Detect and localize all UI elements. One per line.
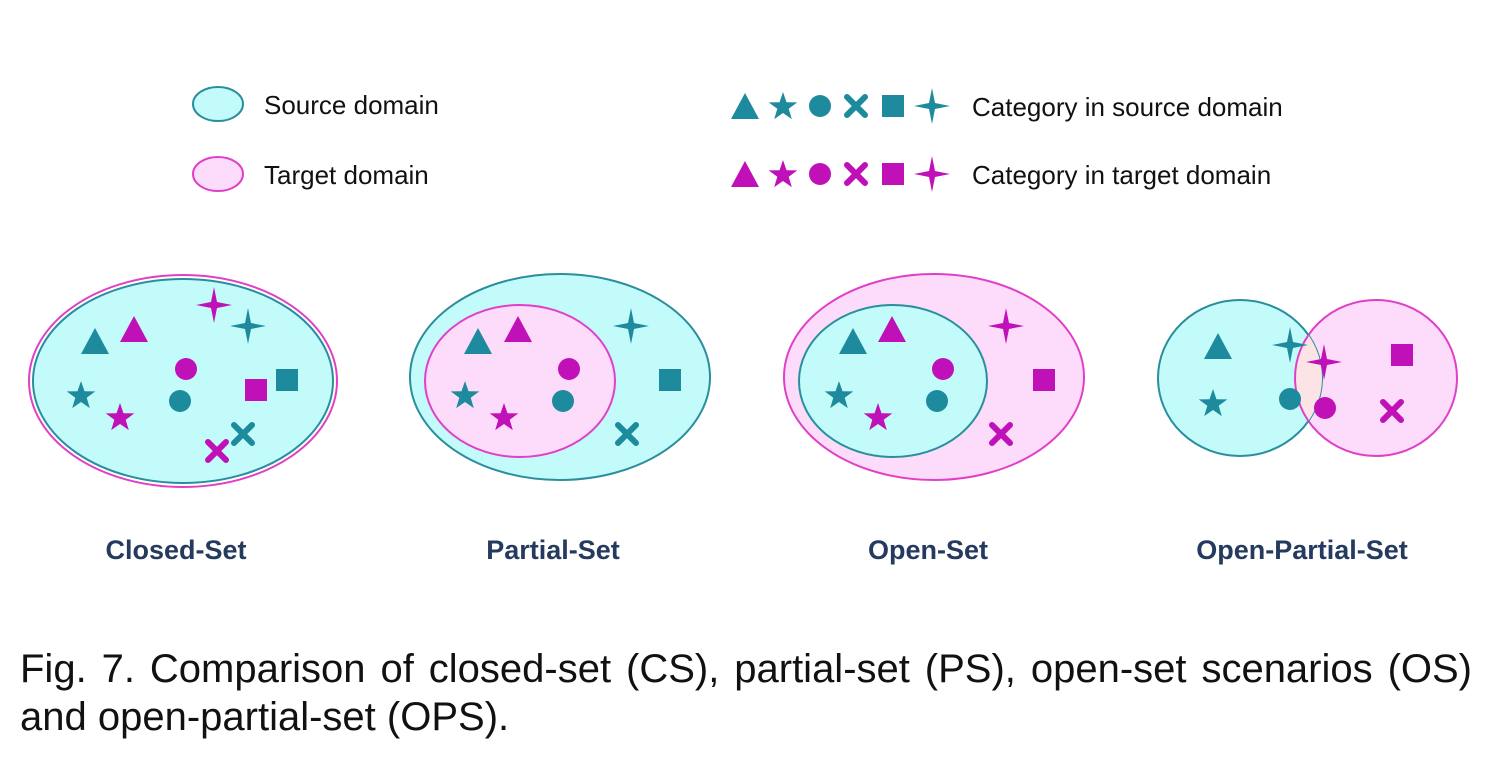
panel-title: Open-Set — [868, 535, 988, 565]
circle-icon — [809, 163, 831, 185]
square-icon — [882, 95, 904, 117]
panel-title: Closed-Set — [105, 535, 246, 565]
triangle-icon — [731, 161, 759, 187]
target-domain-label: Target domain — [264, 160, 429, 190]
target-domain-ellipse — [28, 274, 338, 488]
panel-partial-set: Partial-Set — [409, 273, 711, 565]
square-icon — [882, 163, 904, 185]
four-point-star-icon — [914, 156, 950, 192]
source-square-icon — [659, 369, 681, 391]
target-domain-outline — [1294, 300, 1322, 456]
legend: Source domain Target domain Category in … — [192, 86, 1283, 192]
target-circle-icon — [1314, 397, 1336, 419]
source-square-icon — [276, 369, 298, 391]
panel-open-set: Open-Set — [783, 273, 1085, 565]
circle-icon — [809, 95, 831, 117]
source-category-label: Category in source domain — [972, 92, 1283, 122]
target-square-icon — [245, 379, 267, 401]
cross-icon — [847, 165, 865, 183]
source-circle-icon — [552, 390, 574, 412]
target-circle-icon — [932, 358, 954, 380]
source-domain-label: Source domain — [264, 90, 439, 120]
target-circle-icon — [175, 358, 197, 380]
target-category-symbols — [731, 156, 950, 192]
star-icon — [768, 92, 798, 120]
source-circle-icon — [169, 390, 191, 412]
target-domain-swatch — [192, 156, 244, 192]
panel-closed-set: Closed-Set — [28, 274, 338, 565]
source-domain-ellipse — [32, 278, 334, 484]
source-circle-icon — [1279, 388, 1301, 410]
target-square-icon — [1033, 369, 1055, 391]
figure-caption: Fig. 7. Comparison of closed-set (CS), p… — [20, 647, 1472, 739]
target-square-icon — [1391, 344, 1413, 366]
triangle-icon — [731, 93, 759, 119]
panel-title: Partial-Set — [486, 535, 620, 565]
source-domain-swatch — [192, 86, 244, 122]
source-category-symbols — [731, 88, 950, 124]
panel-title: Open-Partial-Set — [1196, 535, 1408, 565]
target-category-label: Category in target domain — [972, 160, 1271, 190]
target-circle-icon — [558, 358, 580, 380]
cross-icon — [847, 97, 865, 115]
star-icon — [768, 160, 798, 188]
source-circle-icon — [926, 390, 948, 412]
four-point-star-icon — [914, 88, 950, 124]
panel-open-partial-set: Open-Partial-Set — [1157, 299, 1458, 565]
